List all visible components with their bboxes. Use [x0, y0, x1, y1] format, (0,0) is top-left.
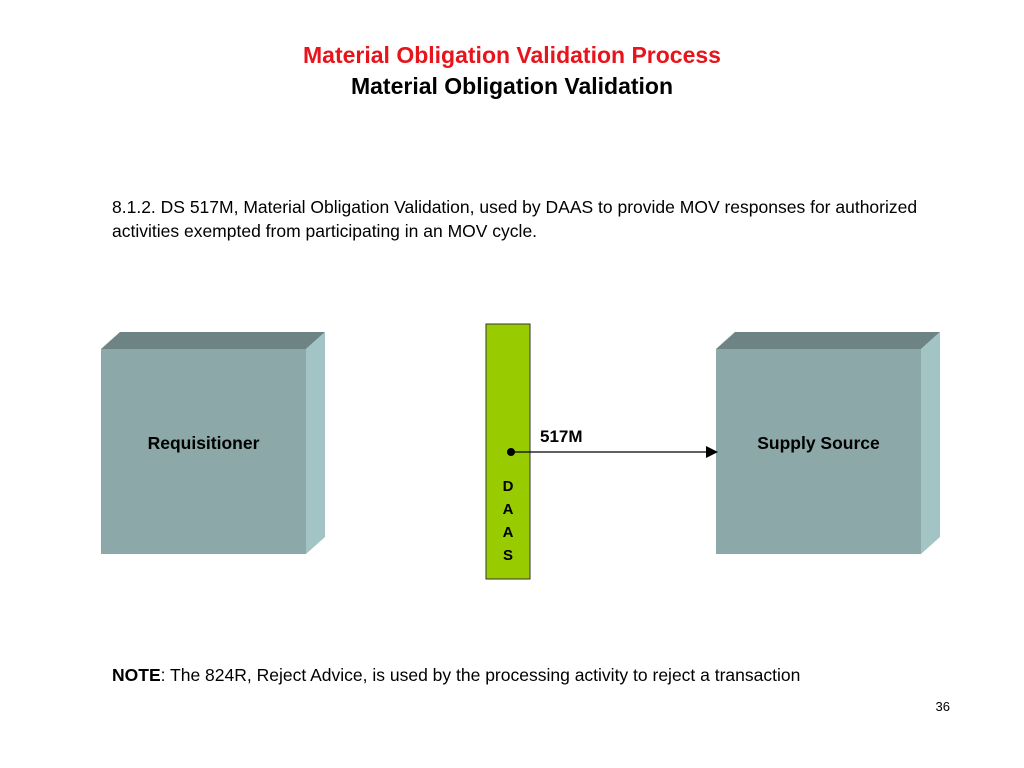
requisitioner-box	[101, 332, 325, 554]
daas-letter-d: D	[502, 478, 514, 495]
supply-source-box-front	[716, 349, 921, 554]
description-text: 8.1.2. DS 517M, Material Obligation Vali…	[112, 197, 918, 241]
daas-letter-a1: A	[502, 501, 514, 518]
supply-source-box	[716, 332, 940, 554]
supply-source-label: Supply Source	[757, 433, 880, 453]
supply-source-box-top	[716, 332, 940, 349]
page-number: 36	[935, 699, 950, 714]
daas-letter-s: S	[502, 547, 513, 564]
requisitioner-box-side	[306, 332, 325, 554]
daas-letter-a2: A	[502, 524, 514, 541]
page-title: Material Obligation Validation Process	[303, 42, 721, 68]
page-subtitle: Material Obligation Validation	[350, 73, 674, 99]
supply-source-box-side	[921, 332, 940, 554]
requisitioner-box-top	[101, 332, 325, 349]
note: NOTE: The 824R, Reject Advice, is used b…	[112, 665, 972, 686]
note-label: NOTE	[112, 665, 161, 685]
requisitioner-box-front	[101, 349, 306, 554]
note-text: : The 824R, Reject Advice, is used by th…	[160, 665, 801, 685]
edge-label-517m: 517M	[540, 427, 583, 446]
requisitioner-label: Requisitioner	[147, 433, 260, 453]
